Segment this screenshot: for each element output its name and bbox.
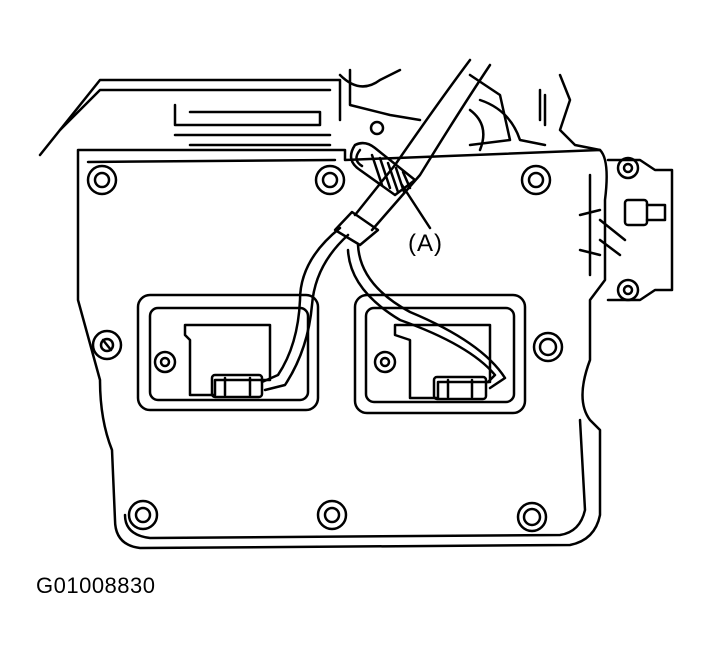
right-coil-window — [353, 293, 527, 415]
upper-engine-parts — [38, 68, 602, 157]
cover-plate-outline — [76, 148, 608, 550]
right-side-bracket — [578, 156, 674, 302]
right-coil-window-inner — [364, 306, 516, 404]
ignition-wire-harness — [260, 58, 507, 392]
right-ignition-coil — [373, 323, 492, 401]
cover-plate-inner-edge — [86, 158, 592, 540]
figure-id: G01008830 — [36, 573, 156, 598]
callout-leader-line — [400, 183, 432, 230]
left-ignition-coil — [153, 323, 272, 399]
callout-label-a: (A) — [408, 230, 443, 257]
left-coil-window — [136, 293, 320, 412]
left-coil-window-inner — [148, 306, 310, 402]
cover-bolts — [86, 164, 564, 533]
